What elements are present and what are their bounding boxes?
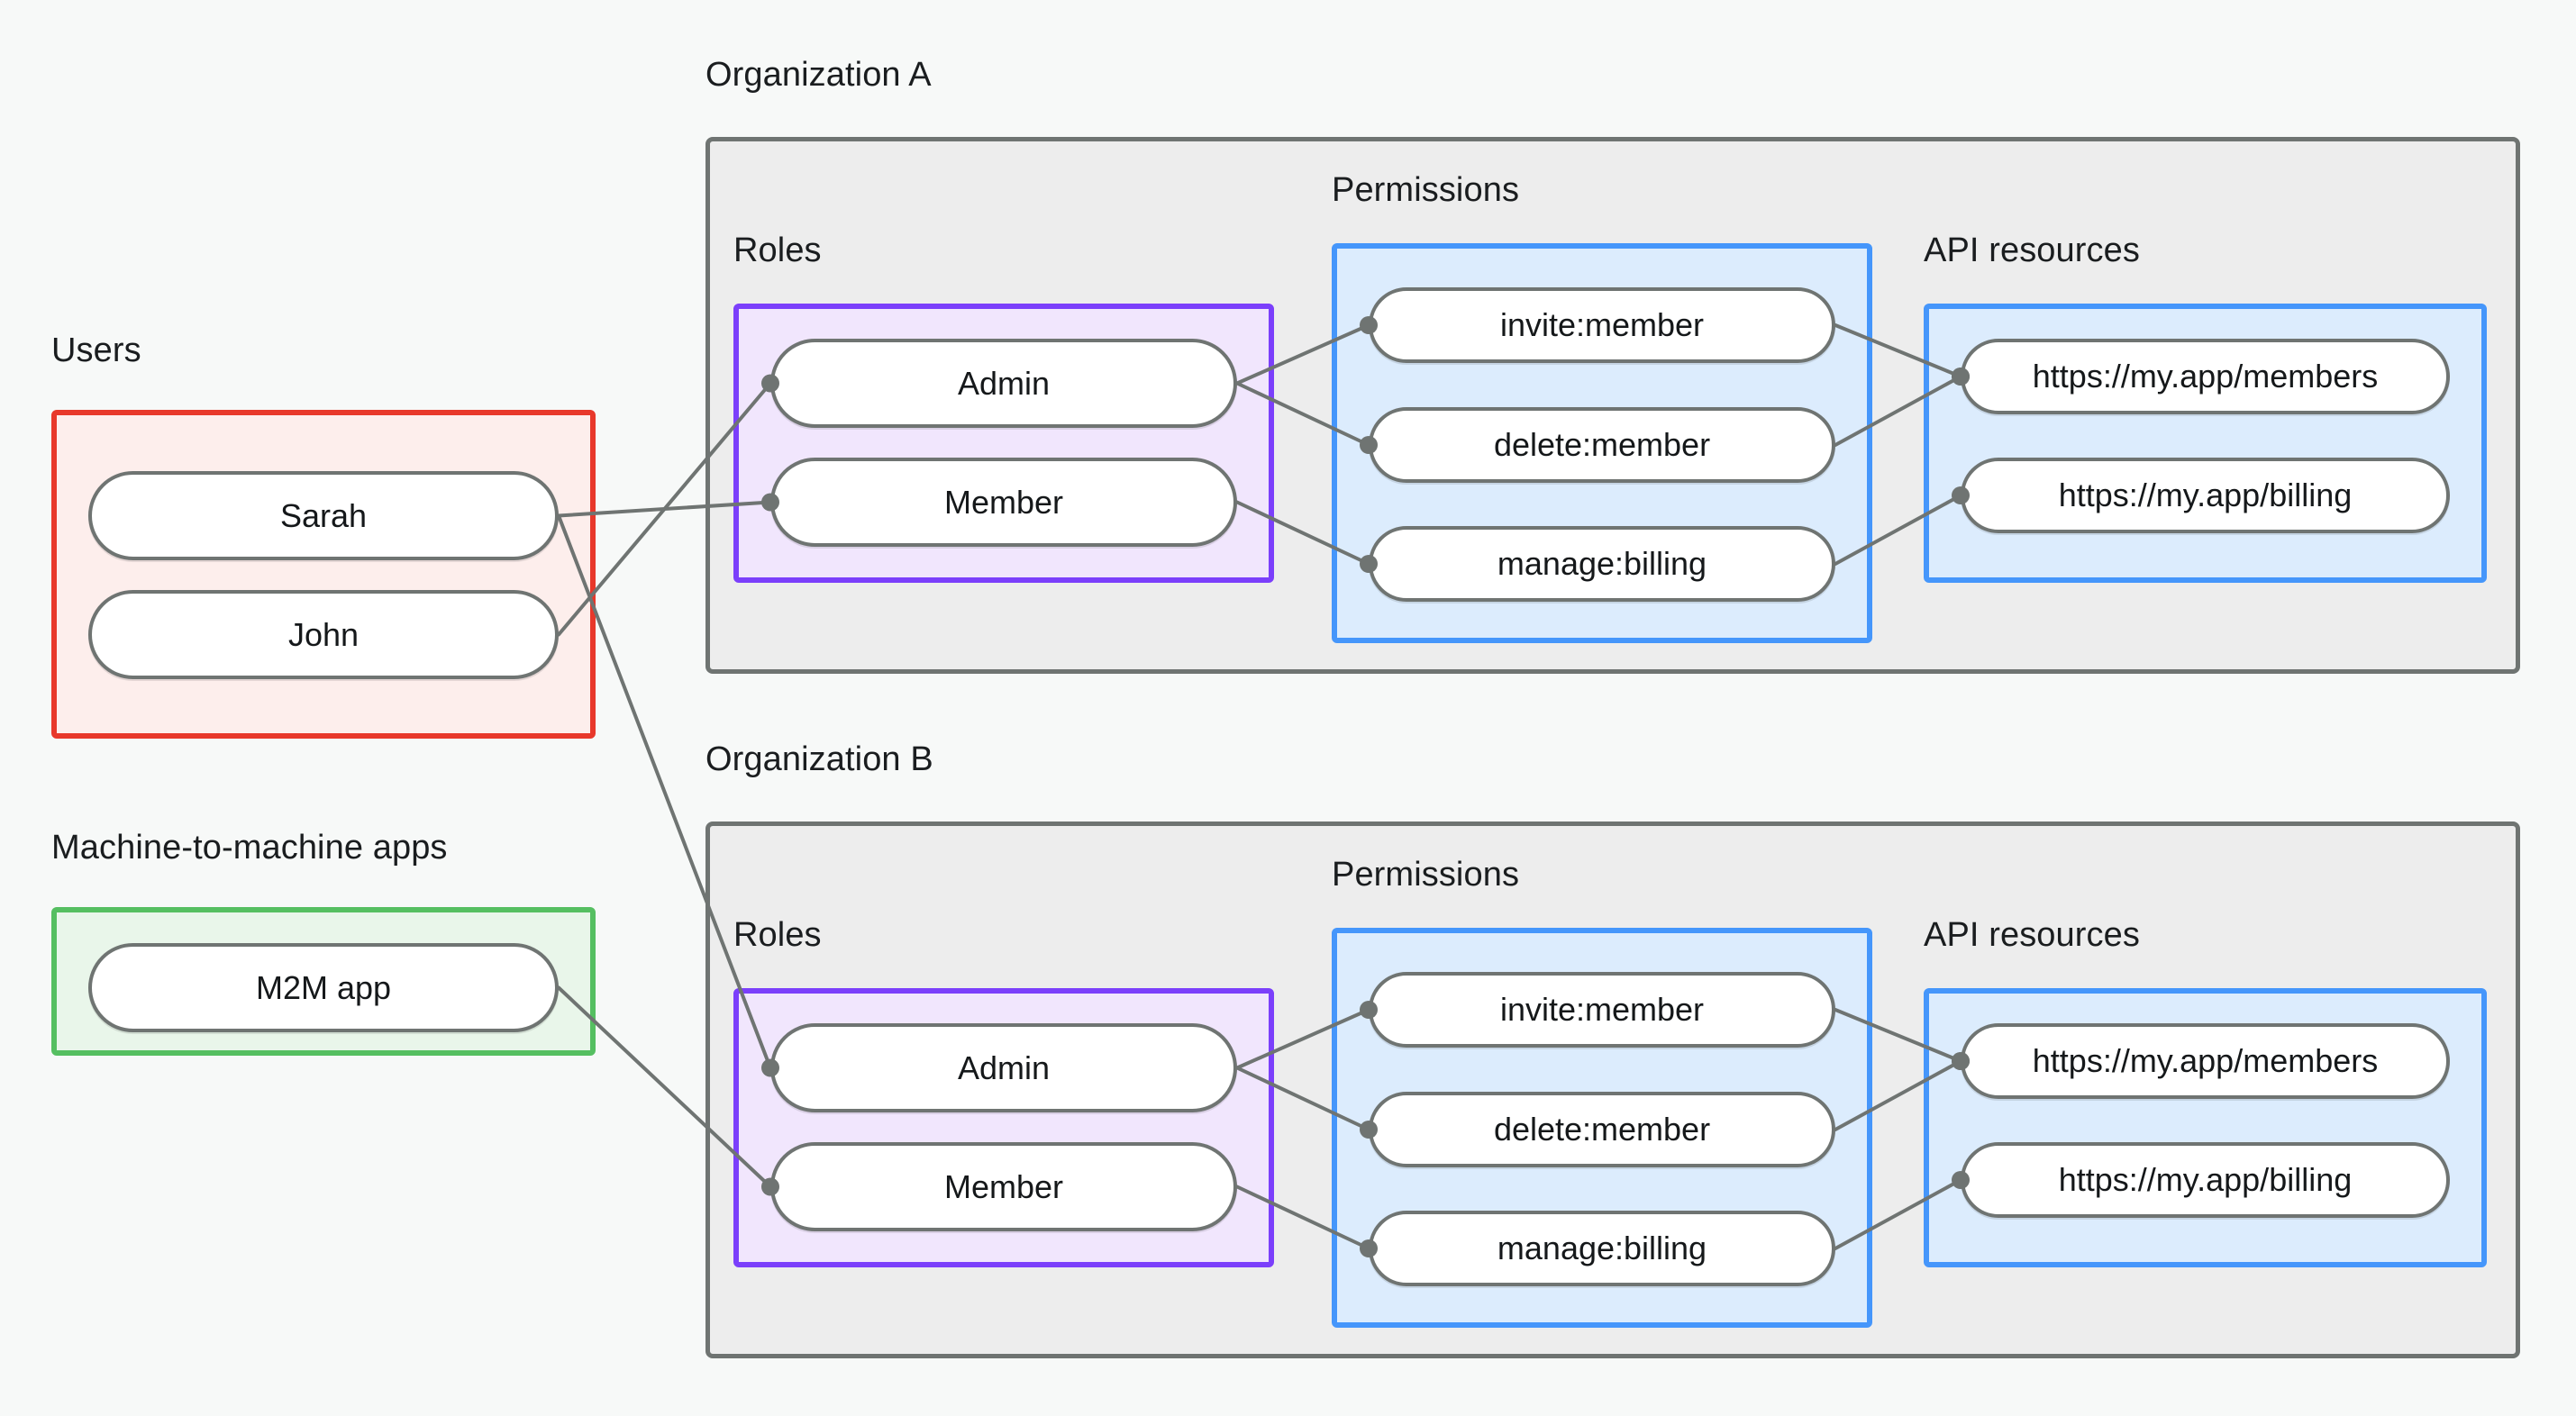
org-b-permission-invite-member[interactable]: invite:member [1369,972,1835,1048]
user-node-sarah[interactable]: Sarah [88,471,559,560]
api-resource-label: https://my.app/billing [2058,1161,2353,1198]
org-a-api-resource-members[interactable]: https://my.app/members [1961,339,2450,414]
org-b-label: Organization B [705,740,933,778]
role-label: Admin [957,364,1051,402]
org-a-api-resources-label: API resources [1924,231,2140,269]
org-a-permissions-label: Permissions [1332,171,1520,209]
m2m-node-label: M2M app [255,968,392,1006]
org-a-label: Organization A [705,56,932,94]
permission-label: manage:billing [1497,1230,1707,1266]
org-a-api-resource-billing[interactable]: https://my.app/billing [1961,458,2450,533]
api-resource-label: https://my.app/members [2032,358,2379,395]
user-node-label: Sarah [279,496,368,534]
m2m-node-app[interactable]: M2M app [88,943,559,1032]
permission-label: invite:member [1499,306,1705,343]
user-node-john[interactable]: John [88,590,559,679]
org-a-role-member[interactable]: Member [770,458,1237,547]
user-node-label: John [287,615,360,653]
org-b-roles-label: Roles [733,916,822,954]
org-b-permission-delete-member[interactable]: delete:member [1369,1092,1835,1167]
org-a-permission-manage-billing[interactable]: manage:billing [1369,526,1835,602]
permission-label: delete:member [1493,426,1711,463]
org-b-role-admin[interactable]: Admin [770,1023,1237,1112]
org-b-api-resources-label: API resources [1924,916,2140,954]
org-b-role-member[interactable]: Member [770,1142,1237,1231]
org-a-roles-label: Roles [733,231,822,269]
users-group-label: Users [51,331,141,369]
permission-label: manage:billing [1497,545,1707,582]
role-label: Member [943,483,1064,521]
org-a-permission-delete-member[interactable]: delete:member [1369,407,1835,483]
users-container [51,410,596,739]
m2m-group-label: Machine-to-machine apps [51,829,448,867]
api-resource-label: https://my.app/billing [2058,477,2353,513]
org-a-role-admin[interactable]: Admin [770,339,1237,428]
org-b-api-resource-members[interactable]: https://my.app/members [1961,1023,2450,1099]
api-resource-label: https://my.app/members [2032,1042,2379,1079]
org-b-api-resource-billing[interactable]: https://my.app/billing [1961,1142,2450,1218]
org-b-permission-manage-billing[interactable]: manage:billing [1369,1211,1835,1286]
role-label: Admin [957,1048,1051,1086]
org-a-permission-invite-member[interactable]: invite:member [1369,287,1835,363]
permission-label: invite:member [1499,991,1705,1028]
permission-label: delete:member [1493,1111,1711,1148]
role-label: Member [943,1167,1064,1205]
org-b-permissions-label: Permissions [1332,856,1520,894]
